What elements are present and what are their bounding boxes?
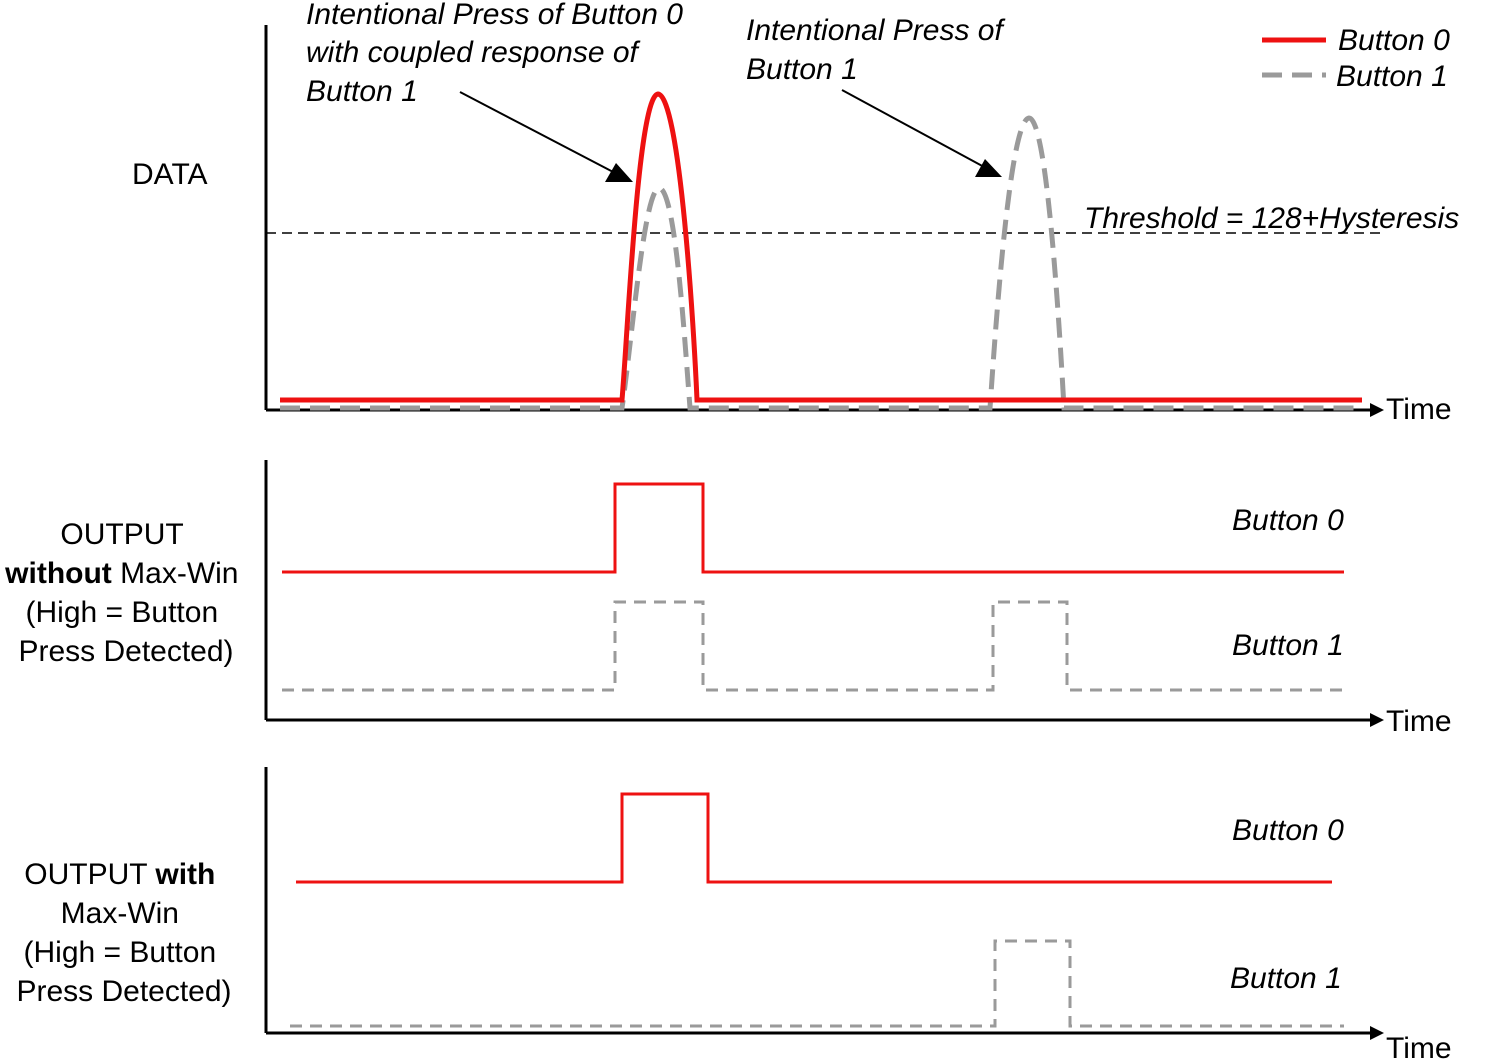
data-trace-button-0 [280, 91, 1362, 403]
bottom-output-button-0 [296, 792, 1332, 884]
middle-output-button-0 [282, 482, 1344, 574]
middle-label-line-1: OUTPUT [60, 518, 183, 551]
legend-button-1-label: Button 1 [1336, 60, 1448, 93]
annotation-coupled-line-2: with coupled response of [306, 36, 641, 69]
annotation-coupled-line-3: Button 1 [306, 75, 418, 108]
middle-label-without: without [4, 557, 112, 590]
bottom-label-line-1: OUTPUT with [24, 858, 215, 891]
middle-button-0-label: Button 0 [1232, 504, 1344, 537]
annotation-coupled-press: Intentional Press of Button 0 with coupl… [306, 0, 691, 108]
middle-output-button-1 [282, 600, 1344, 692]
annotation-coupled-arrowhead [605, 163, 633, 182]
middle-button-1-label: Button 1 [1232, 629, 1344, 662]
bottom-output-button-1 [290, 939, 1344, 1028]
bottom-label-output: OUTPUT [24, 858, 155, 891]
middle-time-label: Time [1386, 705, 1452, 738]
bottom-time-label: Time [1386, 1032, 1452, 1062]
annotation-button1-line-1: Intentional Press of [746, 14, 1005, 47]
threshold-label: Threshold = 128+Hysteresis [1084, 202, 1459, 235]
middle-label-maxwin: Max-Win [112, 557, 239, 590]
middle-x-arrowhead [1370, 713, 1384, 727]
bottom-label-line-2: Max-Win [61, 897, 179, 930]
bottom-label-line-3: (High = Button [24, 936, 217, 969]
top-x-arrowhead [1370, 403, 1384, 417]
annotation-button1-arrow [841, 89, 987, 169]
middle-panel: Time OUTPUT without Max-Win (High = Butt… [4, 460, 1452, 738]
data-trace-button-1 [280, 115, 1362, 411]
annotation-button1-arrowhead [975, 159, 1002, 177]
middle-label-line-3: (High = Button [26, 596, 219, 629]
annotation-button1-line-2: Button 1 [746, 53, 858, 86]
data-axis-label: DATA [132, 158, 208, 191]
middle-label-line-4: Press Detected) [18, 635, 233, 668]
bottom-label-line-4: Press Detected) [16, 975, 231, 1008]
annotation-button1-press: Intentional Press of Button 1 [746, 14, 1011, 86]
annotation-coupled-line-1: Intentional Press of Button 0 [306, 0, 683, 31]
legend: Button 0 Button 1 [1262, 24, 1450, 93]
annotation-coupled-arrow [459, 91, 618, 175]
top-panel: Time DATA Threshold = 128+Hysteresis Int… [132, 0, 1459, 426]
bottom-x-arrowhead [1370, 1026, 1384, 1040]
bottom-button-0-label: Button 0 [1232, 814, 1344, 847]
middle-panel-label: OUTPUT without Max-Win (High = Button Pr… [4, 518, 247, 668]
top-time-label: Time [1386, 393, 1452, 426]
bottom-label-with: with [154, 858, 215, 891]
bottom-panel: Time OUTPUT with Max-Win (High = Button … [16, 767, 1452, 1062]
bottom-panel-label: OUTPUT with Max-Win (High = Button Press… [16, 858, 231, 1008]
bottom-button-1-label: Button 1 [1230, 962, 1342, 995]
legend-button-0-label: Button 0 [1338, 24, 1450, 57]
middle-label-line-2: without Max-Win [4, 557, 238, 590]
